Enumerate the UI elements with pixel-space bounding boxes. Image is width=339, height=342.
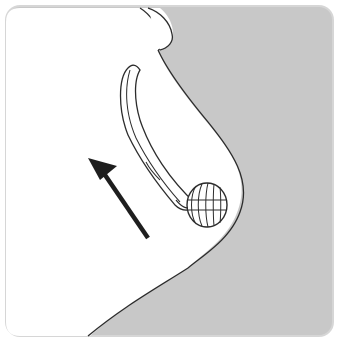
illustration-frame xyxy=(0,0,339,342)
diagram-canvas xyxy=(0,0,339,342)
